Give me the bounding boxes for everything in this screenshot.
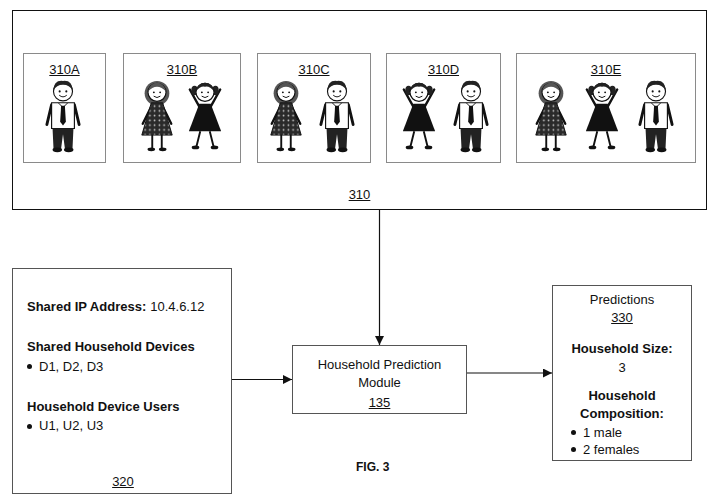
bullet-dot bbox=[27, 364, 32, 369]
woman-figure bbox=[271, 81, 301, 151]
girl-figure bbox=[189, 83, 221, 150]
text-row: Household Size: bbox=[559, 339, 685, 357]
girl-figure bbox=[586, 83, 618, 150]
text-row: Predictions bbox=[559, 290, 685, 308]
text-row: 2 females bbox=[559, 442, 685, 458]
household-box: 310A bbox=[23, 53, 106, 163]
node-text: Predictions bbox=[590, 292, 654, 307]
woman-figure bbox=[536, 81, 566, 151]
node-text: Household Size: bbox=[571, 341, 672, 356]
text-row: 135 bbox=[299, 393, 460, 411]
text-row: U1, U2, U3 bbox=[27, 418, 219, 434]
household-box: 310B bbox=[123, 53, 241, 163]
reference-number: 310B bbox=[167, 62, 197, 77]
household-box: 310D bbox=[386, 53, 501, 163]
text-row: 310B bbox=[124, 60, 240, 78]
bullet-dot bbox=[27, 424, 32, 429]
household-box: 310E bbox=[516, 53, 696, 163]
reference-number: 310C bbox=[298, 62, 329, 77]
node-text: 1 male bbox=[583, 425, 622, 441]
input-box: Shared IP Address: 10.4.6.12Shared Househ… bbox=[12, 268, 232, 494]
text-row: 310 bbox=[13, 185, 706, 203]
bullet-dot bbox=[571, 430, 576, 435]
node-text: Household Composition: bbox=[580, 388, 664, 421]
node-text: 3 bbox=[618, 360, 625, 375]
text-row: Shared Household Devices bbox=[27, 337, 219, 355]
arrow-connector bbox=[379, 210, 380, 345]
text-row: 310D bbox=[387, 60, 500, 78]
text-row: 3 bbox=[559, 358, 685, 376]
group-box: 310A 310B 310C 310D 310E 310 bbox=[12, 10, 707, 210]
text-row: D1, D2, D3 bbox=[27, 359, 219, 375]
text-row: 310C bbox=[258, 60, 370, 78]
reference-number: 310D bbox=[428, 62, 459, 77]
node-text: 10.4.6.12 bbox=[150, 299, 204, 314]
reference-number: 310A bbox=[49, 62, 79, 77]
woman-figure bbox=[142, 81, 172, 151]
man-figure bbox=[640, 81, 672, 152]
predictions-box: Predictions 330Household Size: 3Household … bbox=[552, 285, 692, 461]
node-text: Shared Household Devices bbox=[27, 339, 195, 354]
text-row: Household Prediction Module bbox=[299, 355, 460, 392]
node-text: Shared IP Address: bbox=[27, 299, 146, 314]
text-row: 330 bbox=[559, 308, 685, 326]
man-figure bbox=[47, 81, 79, 152]
text-row: 310E bbox=[517, 60, 695, 78]
man-figure bbox=[321, 81, 353, 152]
reference-number: 310E bbox=[591, 62, 621, 77]
text-row: 1 male bbox=[559, 425, 685, 441]
node-text: D1, D2, D3 bbox=[39, 359, 103, 375]
node-text: 2 females bbox=[583, 442, 639, 458]
reference-number: 320 bbox=[112, 474, 134, 489]
text-row: 310A bbox=[24, 60, 105, 78]
household-box: 310C bbox=[257, 53, 371, 163]
reference-number: 310 bbox=[349, 187, 371, 202]
reference-number: 135 bbox=[369, 395, 391, 410]
reference-number: 330 bbox=[611, 310, 633, 325]
arrow-connector bbox=[467, 372, 552, 373]
node-text: Household Device Users bbox=[27, 399, 179, 414]
man-figure bbox=[455, 81, 487, 152]
text-row: Household Device Users bbox=[27, 397, 219, 415]
module-box: Household Prediction Module 135 bbox=[292, 345, 467, 414]
arrow-connector bbox=[232, 379, 292, 380]
girl-figure bbox=[403, 83, 435, 150]
text-row: Shared IP Address: 10.4.6.12 bbox=[27, 297, 219, 315]
text-row: 320 bbox=[27, 472, 219, 490]
node-text: Household Prediction Module bbox=[318, 357, 442, 390]
node-text: U1, U2, U3 bbox=[39, 418, 103, 434]
bullet-dot bbox=[571, 447, 576, 452]
text-row: Household Composition: bbox=[559, 386, 685, 423]
figure-label: FIG. 3 bbox=[356, 460, 389, 474]
